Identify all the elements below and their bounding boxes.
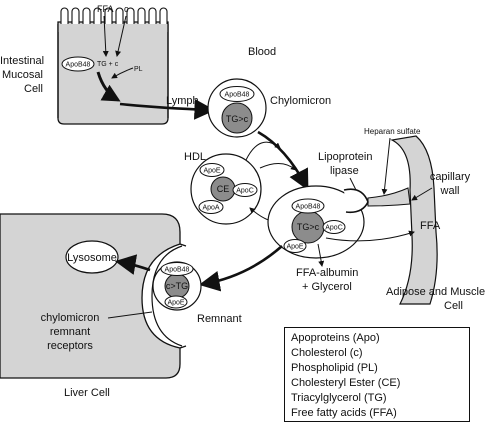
assembly-arrow (96, 71, 121, 102)
apoc-transfer-arrow (259, 163, 297, 171)
remnant-core-label: c>TG (166, 281, 188, 291)
lpl-label-2: lipase (330, 165, 359, 177)
lpl-label-1: Lipoprotein (318, 151, 372, 163)
remnant-particle (152, 261, 202, 311)
mature-apob48: ApoB48 (296, 204, 321, 211)
ffa-albumin-label-2: + Glycerol (302, 281, 352, 293)
receptors-pointer (107, 311, 153, 319)
mature-apoc: ApoC (325, 225, 343, 232)
lpl-pointer (349, 177, 357, 191)
adipose-label-2: Cell (444, 300, 463, 312)
pl-arrow (111, 67, 134, 79)
remnant-apob48: ApoB48 (165, 267, 190, 274)
ffa-right-label: FFA (420, 220, 441, 232)
endocytosis-arrow (114, 254, 151, 275)
hdl-apoc: ApoC (236, 188, 254, 195)
ffa-top-label: FFA (97, 4, 114, 14)
mature-core-label: TG>c (297, 222, 320, 232)
mature-apoe: ApoE (286, 244, 303, 251)
legend-box: Apoproteins (Apo) Cholesterol (c) Phosph… (284, 327, 470, 422)
legend-item-phospholipid: Phospholipid (PL) (291, 362, 378, 374)
capillary-label-2: wall (440, 185, 460, 197)
capillary-pointer (411, 187, 433, 201)
remnant-label: Remnant (197, 313, 242, 325)
heparan-anchor (367, 187, 411, 207)
tg-c-small-label: TG + c (97, 61, 119, 68)
maturation-arrow (257, 130, 309, 191)
hdl-ce-label: CE (217, 184, 230, 194)
intestinal-cell-label-2: Mucosal (2, 69, 43, 81)
svg-text:ApoB48: ApoB48 (66, 62, 91, 69)
legend-item-cholesterol: Cholesterol (c) (291, 347, 363, 359)
remnant-apoe: ApoE (167, 300, 184, 307)
ffa-albumin-label-1: FFA-albumin (296, 267, 358, 279)
intestinal-cell-label-1: Intestinal (0, 55, 44, 67)
lymph-label: Lymph (166, 95, 199, 107)
blood-label: Blood (248, 46, 276, 58)
legend-item-apo: Apoproteins (Apo) (291, 332, 380, 344)
heparan-sulfate-label: Heparan sulfate (364, 127, 421, 136)
hdl-apoa: ApoA (202, 205, 219, 212)
chylomicron-label: Chylomicron (270, 95, 331, 107)
chylomicron-particle (207, 78, 267, 138)
receptor-pocket (151, 245, 183, 347)
receptors-label-2: remnant (50, 326, 90, 338)
c-top-label: c (124, 4, 129, 14)
legend-item-cholesteryl-ester: Cholesteryl Ester (CE) (291, 377, 401, 389)
liver-cell (0, 213, 181, 379)
lymph-arrow (119, 98, 216, 120)
ffa-albumin-arrow (317, 243, 325, 267)
apob48-intestinal (61, 56, 95, 72)
liver-cell-label: Liver Cell (64, 387, 110, 399)
hdl-apoe: ApoE (203, 168, 220, 175)
heparan-pointer (381, 137, 391, 195)
chylomicron-core-label: TG>c (226, 114, 249, 124)
apo-exchange-arrow (245, 141, 281, 161)
lysosome-label: Lysosome (67, 252, 117, 264)
legend-item-triacylglycerol: Triacylglycerol (TG) (291, 392, 387, 404)
adipose-label-1: Adipose and Muscle (386, 286, 485, 298)
receptors-label-3: receptors (47, 340, 93, 352)
c-uptake-arrow (115, 15, 127, 57)
chylomicron-apob48: ApoB48 (225, 92, 250, 99)
hdl-label: HDL (184, 151, 206, 163)
intestinal-cell-label-3: Cell (24, 83, 43, 95)
legend-item-ffa: Free fatty acids (FFA) (291, 407, 397, 419)
pl-label: PL (134, 66, 143, 73)
capillary-label-1: capillary (430, 171, 471, 183)
lipoprotein-lipase-shape (343, 188, 369, 214)
ffa-release-arrow (325, 230, 415, 242)
remnant-formation-arrow (198, 245, 283, 292)
hdl-particle (190, 153, 262, 225)
capillary-wall (390, 135, 438, 305)
ffa-uptake-arrow (102, 15, 109, 57)
receptors-label-1: chylomicron (41, 312, 100, 324)
